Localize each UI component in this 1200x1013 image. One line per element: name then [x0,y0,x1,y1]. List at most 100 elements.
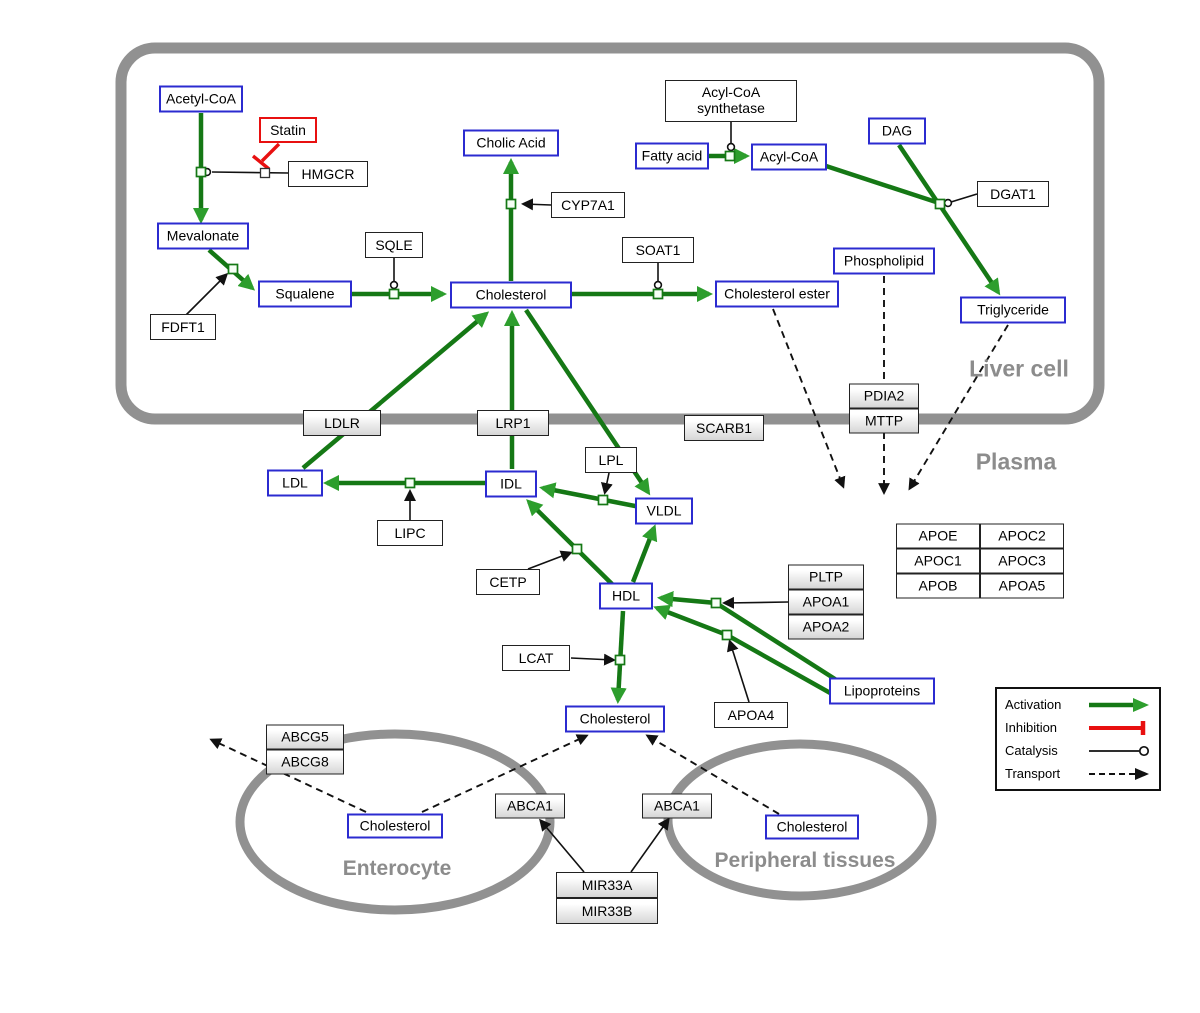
node-fatty-acid[interactable]: Fatty acid [635,142,709,170]
reaction-node [721,629,733,641]
edge-mir33-abca1-left [539,818,585,873]
node-mir33b[interactable]: MIR33B [556,898,658,924]
edge-apoa1group-catalysis [722,596,789,609]
reaction-nodes [195,150,946,666]
edge-dgat1-catalysis [950,193,978,203]
node-abca1-right[interactable]: ABCA1 [642,793,712,819]
transport-dashed-arrow-icon [1089,767,1149,780]
node-abcg8[interactable]: ABCG8 [266,749,344,775]
legend-transport-label: Transport [1005,766,1061,781]
node-lpl[interactable]: LPL [585,447,637,473]
reaction-node [195,166,207,178]
node-acyl-coa[interactable]: Acyl-CoA [751,143,827,171]
node-apoa2[interactable]: APOA2 [788,614,864,640]
node-statin[interactable]: Statin [259,117,317,143]
node-apoe[interactable]: APOE [896,523,980,549]
node-vldl[interactable]: VLDL [635,497,693,525]
reaction-node [724,150,736,162]
node-cholesterol-peripheral[interactable]: Cholesterol [765,814,859,840]
reaction-node [597,494,609,506]
inhibition-tbar-icon [1089,720,1146,735]
node-ldlr[interactable]: LDLR [303,410,381,436]
node-fdft1[interactable]: FDFT1 [150,314,216,340]
node-abcg5[interactable]: ABCG5 [266,724,344,750]
legend-catalysis-label: Catalysis [1005,743,1058,758]
node-acyl-coa-synthetase[interactable]: Acyl-CoA synthetase [665,80,797,122]
legend-row-activation: Activation [1005,697,1151,713]
node-cholesterol-liver[interactable]: Cholesterol [450,281,572,309]
liver-cell-membrane [115,42,1105,425]
node-squalene[interactable]: Squalene [258,280,352,308]
node-cholesterol-plasma[interactable]: Cholesterol [565,705,665,733]
node-scarb1[interactable]: SCARB1 [684,415,764,441]
activation-arrow-icon [1089,697,1149,712]
legend-row-inhibition: Inhibition [1005,720,1151,736]
liver-cell-label: Liver cell [969,355,1069,382]
node-apoc1[interactable]: APOC1 [896,548,980,574]
edge-acylcoa-dgat1node [825,163,937,205]
edge-cetp-catalysis [527,550,573,570]
node-phospholipid[interactable]: Phospholipid [833,247,935,275]
transport-edges [209,276,1009,815]
node-lcat[interactable]: LCAT [502,645,570,671]
catalysis-circle-soat1 [653,280,663,290]
legend-inhibition-label: Inhibition [1005,720,1058,735]
node-dag[interactable]: DAG [868,117,926,145]
node-hdl[interactable]: HDL [599,582,653,610]
node-apoa4[interactable]: APOA4 [714,702,788,728]
node-cholic-acid[interactable]: Cholic Acid [463,129,559,157]
node-lrp1[interactable]: LRP1 [477,410,549,436]
inhibition-edge-statin-hmgcr [251,142,281,179]
node-pdia2[interactable]: PDIA2 [849,383,919,409]
node-abca1-left[interactable]: ABCA1 [495,793,565,819]
reaction-node [652,288,664,300]
node-apoc2[interactable]: APOC2 [980,523,1064,549]
node-cetp[interactable]: CETP [476,569,540,595]
legend: Activation Inhibition Catalysis Transpor… [995,687,1161,791]
node-triglyceride[interactable]: Triglyceride [960,296,1066,324]
statin-inhibition-tbar [251,154,271,171]
node-cyp7a1[interactable]: CYP7A1 [551,192,625,218]
node-hmgcr[interactable]: HMGCR [288,161,368,187]
legend-activation-label: Activation [1005,697,1062,712]
edge-triglyceride-plasma [908,324,1009,491]
catalysis-circle-acylcoasynthetase [726,142,736,152]
node-apoc3[interactable]: APOC3 [980,548,1064,574]
catalysis-circle-dgat1 [943,198,953,208]
enterocyte-label: Enterocyte [342,857,452,880]
node-apob[interactable]: APOB [896,573,980,599]
node-cholesterol-ester[interactable]: Cholesterol ester [715,280,839,308]
node-apoa1[interactable]: APOA1 [788,589,864,615]
edge-dag-dgat1node [897,143,938,202]
node-dgat1[interactable]: DGAT1 [977,181,1049,207]
catalysis-circle-sqle [389,280,399,290]
node-cholesterol-enterocyte[interactable]: Cholesterol [347,813,443,839]
edge-ldl-livercholesterol [301,311,490,470]
edge-lcat-catalysis [570,653,616,666]
edge-hmgcr-catalysis [211,171,289,174]
edge-peripheralcholesterol-abca1-plasma [645,734,780,815]
node-lipc[interactable]: LIPC [377,520,443,546]
reaction-node [934,198,946,210]
edge-dgat1node-triglyceride [939,205,1001,296]
legend-row-catalysis: Catalysis [1005,743,1151,759]
node-mevalonate[interactable]: Mevalonate [157,222,249,250]
inhibition-junction-square [259,167,271,179]
node-lipoproteins[interactable]: Lipoproteins [829,677,935,705]
edge-mir33-abca1-right [630,817,670,873]
node-apoa5[interactable]: APOA5 [980,573,1064,599]
node-idl[interactable]: IDL [485,470,537,498]
node-mir33a[interactable]: MIR33A [556,872,658,898]
reaction-node [614,654,626,666]
node-ldl[interactable]: LDL [267,469,323,497]
node-soat1[interactable]: SOAT1 [622,237,694,263]
reaction-node [571,543,583,555]
node-pltp[interactable]: PLTP [788,564,864,590]
node-acetyl-coa[interactable]: Acetyl-CoA [159,85,243,113]
catalysis-circle-icon [1089,745,1150,756]
reaction-node [227,263,239,275]
edge-lpl-catalysis [600,472,613,495]
node-mttp[interactable]: MTTP [849,408,919,434]
node-sqle[interactable]: SQLE [365,232,423,258]
